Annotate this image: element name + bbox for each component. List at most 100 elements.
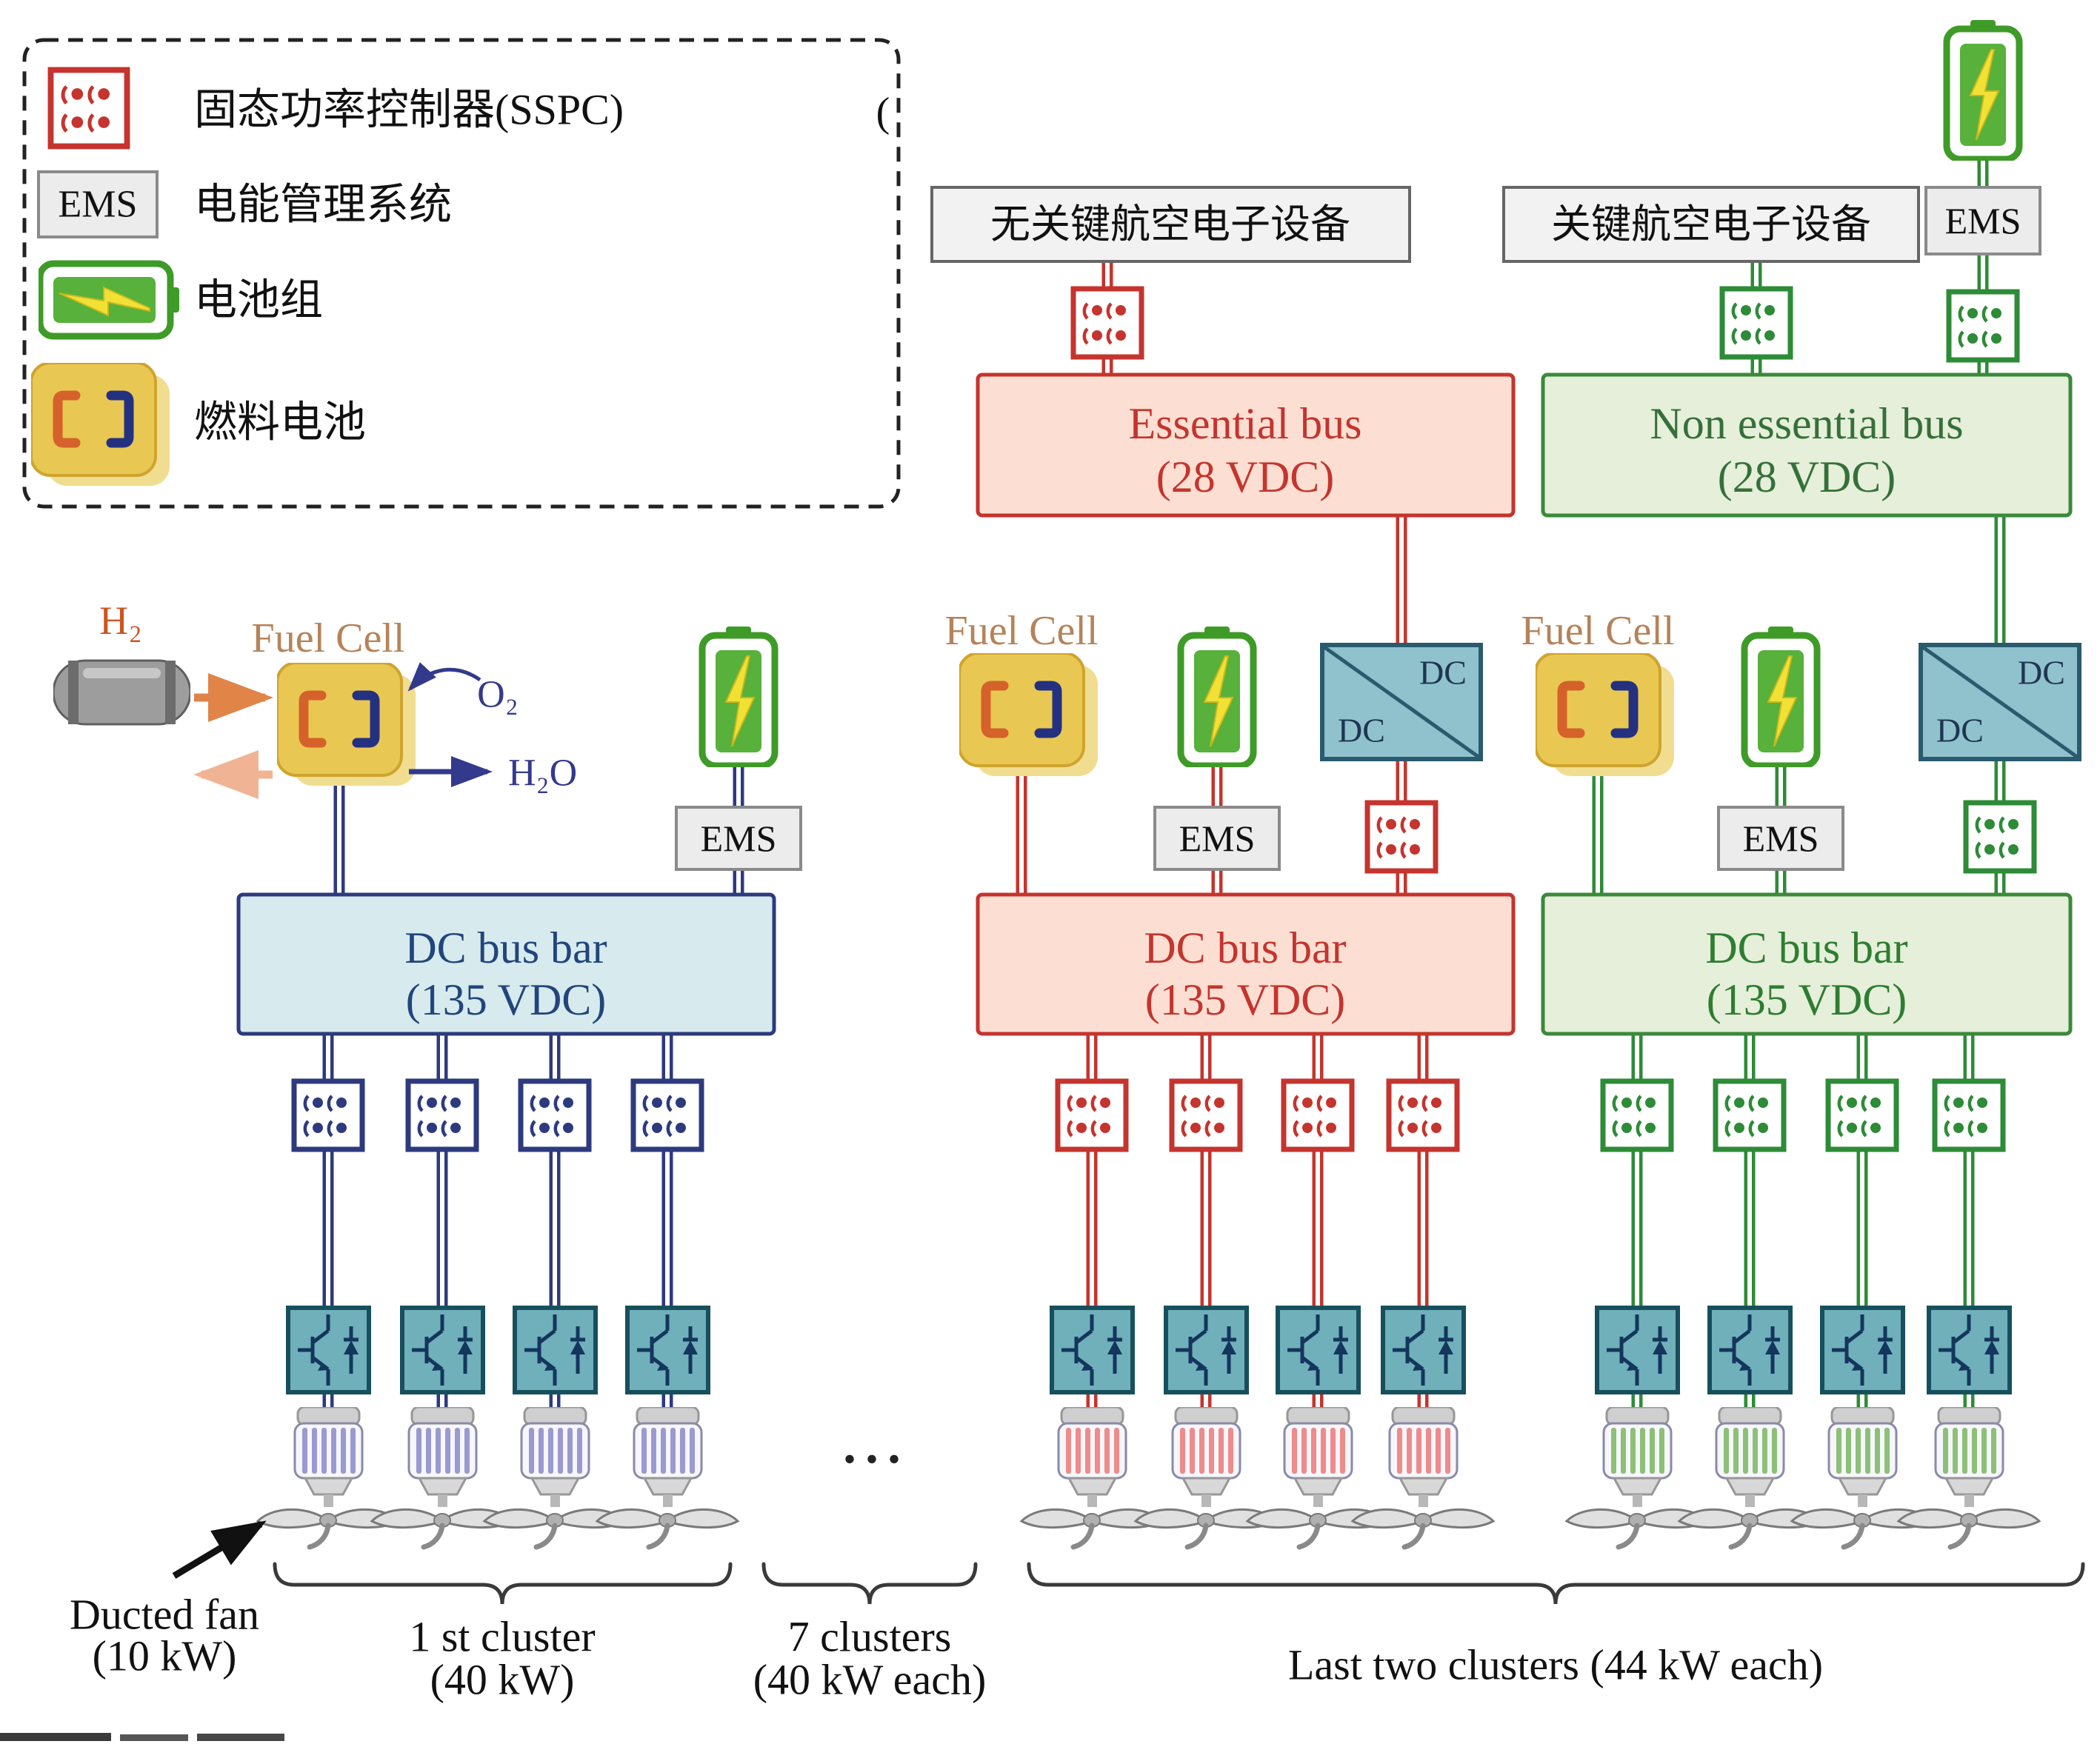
dc-bus-right-label-2: (135 VDC) bbox=[1707, 975, 1907, 1024]
ducted-fan-arrow bbox=[172, 1520, 267, 1579]
fuel-cell-label-mid: Fuel Cell bbox=[945, 608, 1099, 654]
ems-box-left bbox=[675, 806, 802, 871]
motor-icon-left-3 bbox=[520, 1407, 590, 1507]
dc-bus-left-label-2: (135 VDC) bbox=[406, 975, 607, 1024]
motor-icon-right-2 bbox=[1715, 1407, 1785, 1507]
sspc-icon-right-1 bbox=[1603, 1081, 1671, 1149]
battery-icon-top bbox=[1947, 20, 2019, 159]
nonessential-bus-label-1: Non essential bus bbox=[1650, 399, 1963, 448]
battery-icon-mid bbox=[1181, 627, 1253, 766]
inverter-icon-mid-1 bbox=[1052, 1308, 1133, 1392]
caption-ducted-fan-line1: Ducted fan bbox=[70, 1591, 259, 1639]
propeller-icon-left-4 bbox=[597, 1509, 738, 1547]
caption-last-two: Last two clusters (44 kW each) bbox=[1288, 1641, 1823, 1689]
inverter-icon-mid-4 bbox=[1383, 1308, 1464, 1392]
sspc-icon-left-2 bbox=[408, 1081, 476, 1149]
brace-cluster1 bbox=[273, 1562, 733, 1605]
inverter-icon-left-2 bbox=[402, 1308, 483, 1392]
sspc-icon-noncritical bbox=[1073, 289, 1141, 357]
fuel-cell-icon-right bbox=[1536, 653, 1674, 776]
brace-last-two bbox=[1027, 1562, 2085, 1605]
caption-7clusters-line1: 7 clusters bbox=[788, 1613, 952, 1661]
motor-icon-mid-1 bbox=[1057, 1407, 1127, 1507]
sspc-icon-left-1 bbox=[294, 1081, 362, 1149]
dc-bus-mid-box bbox=[976, 892, 1516, 1036]
propeller-icon-mid-4 bbox=[1353, 1509, 1493, 1547]
nonessential-bus-label-2: (28 VDC) bbox=[1718, 452, 1896, 501]
fuel-cell-label-left: Fuel Cell bbox=[252, 615, 405, 661]
o2-arrow bbox=[407, 662, 481, 692]
battery-icon-right bbox=[1744, 627, 1817, 766]
ems-abbr-mid: EMS bbox=[1179, 818, 1256, 859]
ems-abbr-top: EMS bbox=[1945, 200, 2021, 241]
sspc-icon-right-4 bbox=[1935, 1081, 2003, 1149]
sspc-icon-critical bbox=[1722, 289, 1790, 357]
ems-box-mid bbox=[1153, 806, 1281, 871]
sspc-icon-mid-1 bbox=[1058, 1081, 1126, 1149]
essential-bus-label-1: Essential bus bbox=[1129, 399, 1362, 448]
motor-icon-right-1 bbox=[1602, 1407, 1673, 1507]
sspc-icon-mid-dcdc bbox=[1367, 803, 1436, 871]
sspc-icon-mid-2 bbox=[1172, 1081, 1240, 1149]
ellipsis-clusters: ... bbox=[841, 1399, 907, 1478]
h2o-label: H₂O bbox=[508, 752, 577, 795]
nonessential-bus-box bbox=[1541, 372, 2073, 518]
wiring-nonessential-green bbox=[1592, 154, 2006, 1409]
propeller-icon-mid-1 bbox=[1021, 1509, 1162, 1547]
inverter-icon-mid-2 bbox=[1166, 1308, 1247, 1392]
noncritical-avionics-label: 无关键航空电子设备 bbox=[990, 202, 1350, 247]
sspc-icon-legend bbox=[50, 70, 127, 146]
legend-fuel-cell-label: 燃料电池 bbox=[194, 398, 366, 447]
motor-icon-mid-4 bbox=[1388, 1407, 1459, 1507]
brace-7clusters bbox=[761, 1562, 978, 1605]
caption-cluster1-line1: 1 st cluster bbox=[409, 1613, 595, 1661]
inverter-icon-left-1 bbox=[288, 1308, 369, 1392]
legend-battery-label: 电池组 bbox=[194, 276, 323, 324]
critical-avionics-box bbox=[1502, 186, 1920, 263]
battery-icon-legend bbox=[40, 264, 179, 336]
dc-bus-right-box bbox=[1541, 892, 2073, 1036]
sspc-icon-left-4 bbox=[633, 1081, 701, 1149]
hydrogen-tank-icon bbox=[53, 659, 190, 726]
cropped-text-artifact bbox=[0, 1733, 284, 1741]
fuel-cell-label-right: Fuel Cell bbox=[1521, 608, 1675, 654]
o2-label: O₂ bbox=[477, 674, 519, 716]
sspc-icon-mid-4 bbox=[1389, 1081, 1457, 1149]
legend-ems-label: 电能管理系统 bbox=[194, 181, 452, 229]
sspc-icon-right-3 bbox=[1828, 1081, 1896, 1149]
dcdc-mid-label-top: DC bbox=[1419, 654, 1467, 692]
motor-icon-left-2 bbox=[407, 1407, 478, 1507]
ems-abbr-left: EMS bbox=[701, 818, 777, 859]
essential-bus-box bbox=[976, 372, 1516, 518]
ems-abbr-legend: EMS bbox=[59, 184, 138, 226]
dcdc-right-label-top: DC bbox=[2018, 654, 2065, 692]
essential-bus-label-2: (28 VDC) bbox=[1156, 452, 1335, 501]
dc-bus-left-label-1: DC bus bar bbox=[404, 923, 607, 972]
noncritical-avionics-box bbox=[930, 186, 1411, 263]
sspc-icon-mid-3 bbox=[1284, 1081, 1352, 1149]
propeller-icon-left-1 bbox=[258, 1509, 399, 1547]
motor-icon-right-3 bbox=[1827, 1407, 1898, 1507]
ems-box-right bbox=[1717, 806, 1844, 871]
ems-box-legend bbox=[37, 170, 159, 238]
inverter-icon-mid-3 bbox=[1278, 1308, 1359, 1392]
propeller-icon-right-4 bbox=[1899, 1509, 2039, 1547]
battery-icon-left bbox=[702, 627, 775, 766]
ems-abbr-right: EMS bbox=[1743, 818, 1819, 859]
ems-box-top bbox=[1924, 186, 2041, 255]
inverter-icon-left-4 bbox=[627, 1308, 708, 1392]
motor-icon-right-4 bbox=[1934, 1407, 2004, 1507]
caption-7clusters-line2: (40 kW each) bbox=[753, 1656, 987, 1704]
caption-ducted-fan-line2: (10 kW) bbox=[93, 1632, 237, 1680]
inverter-icon-right-4 bbox=[1929, 1308, 2010, 1392]
sspc-icon-top-battery bbox=[1949, 292, 2017, 360]
critical-avionics-label: 关键航空电子设备 bbox=[1551, 202, 1871, 247]
inverter-icon-right-2 bbox=[1710, 1308, 1790, 1392]
dcdc-right-label-bottom: DC bbox=[1936, 712, 1984, 749]
fuel-cell-icon-mid bbox=[959, 653, 1098, 776]
sspc-icon-right-2 bbox=[1716, 1081, 1784, 1149]
inverter-icon-left-3 bbox=[515, 1308, 596, 1392]
motor-icon-mid-3 bbox=[1283, 1407, 1353, 1507]
